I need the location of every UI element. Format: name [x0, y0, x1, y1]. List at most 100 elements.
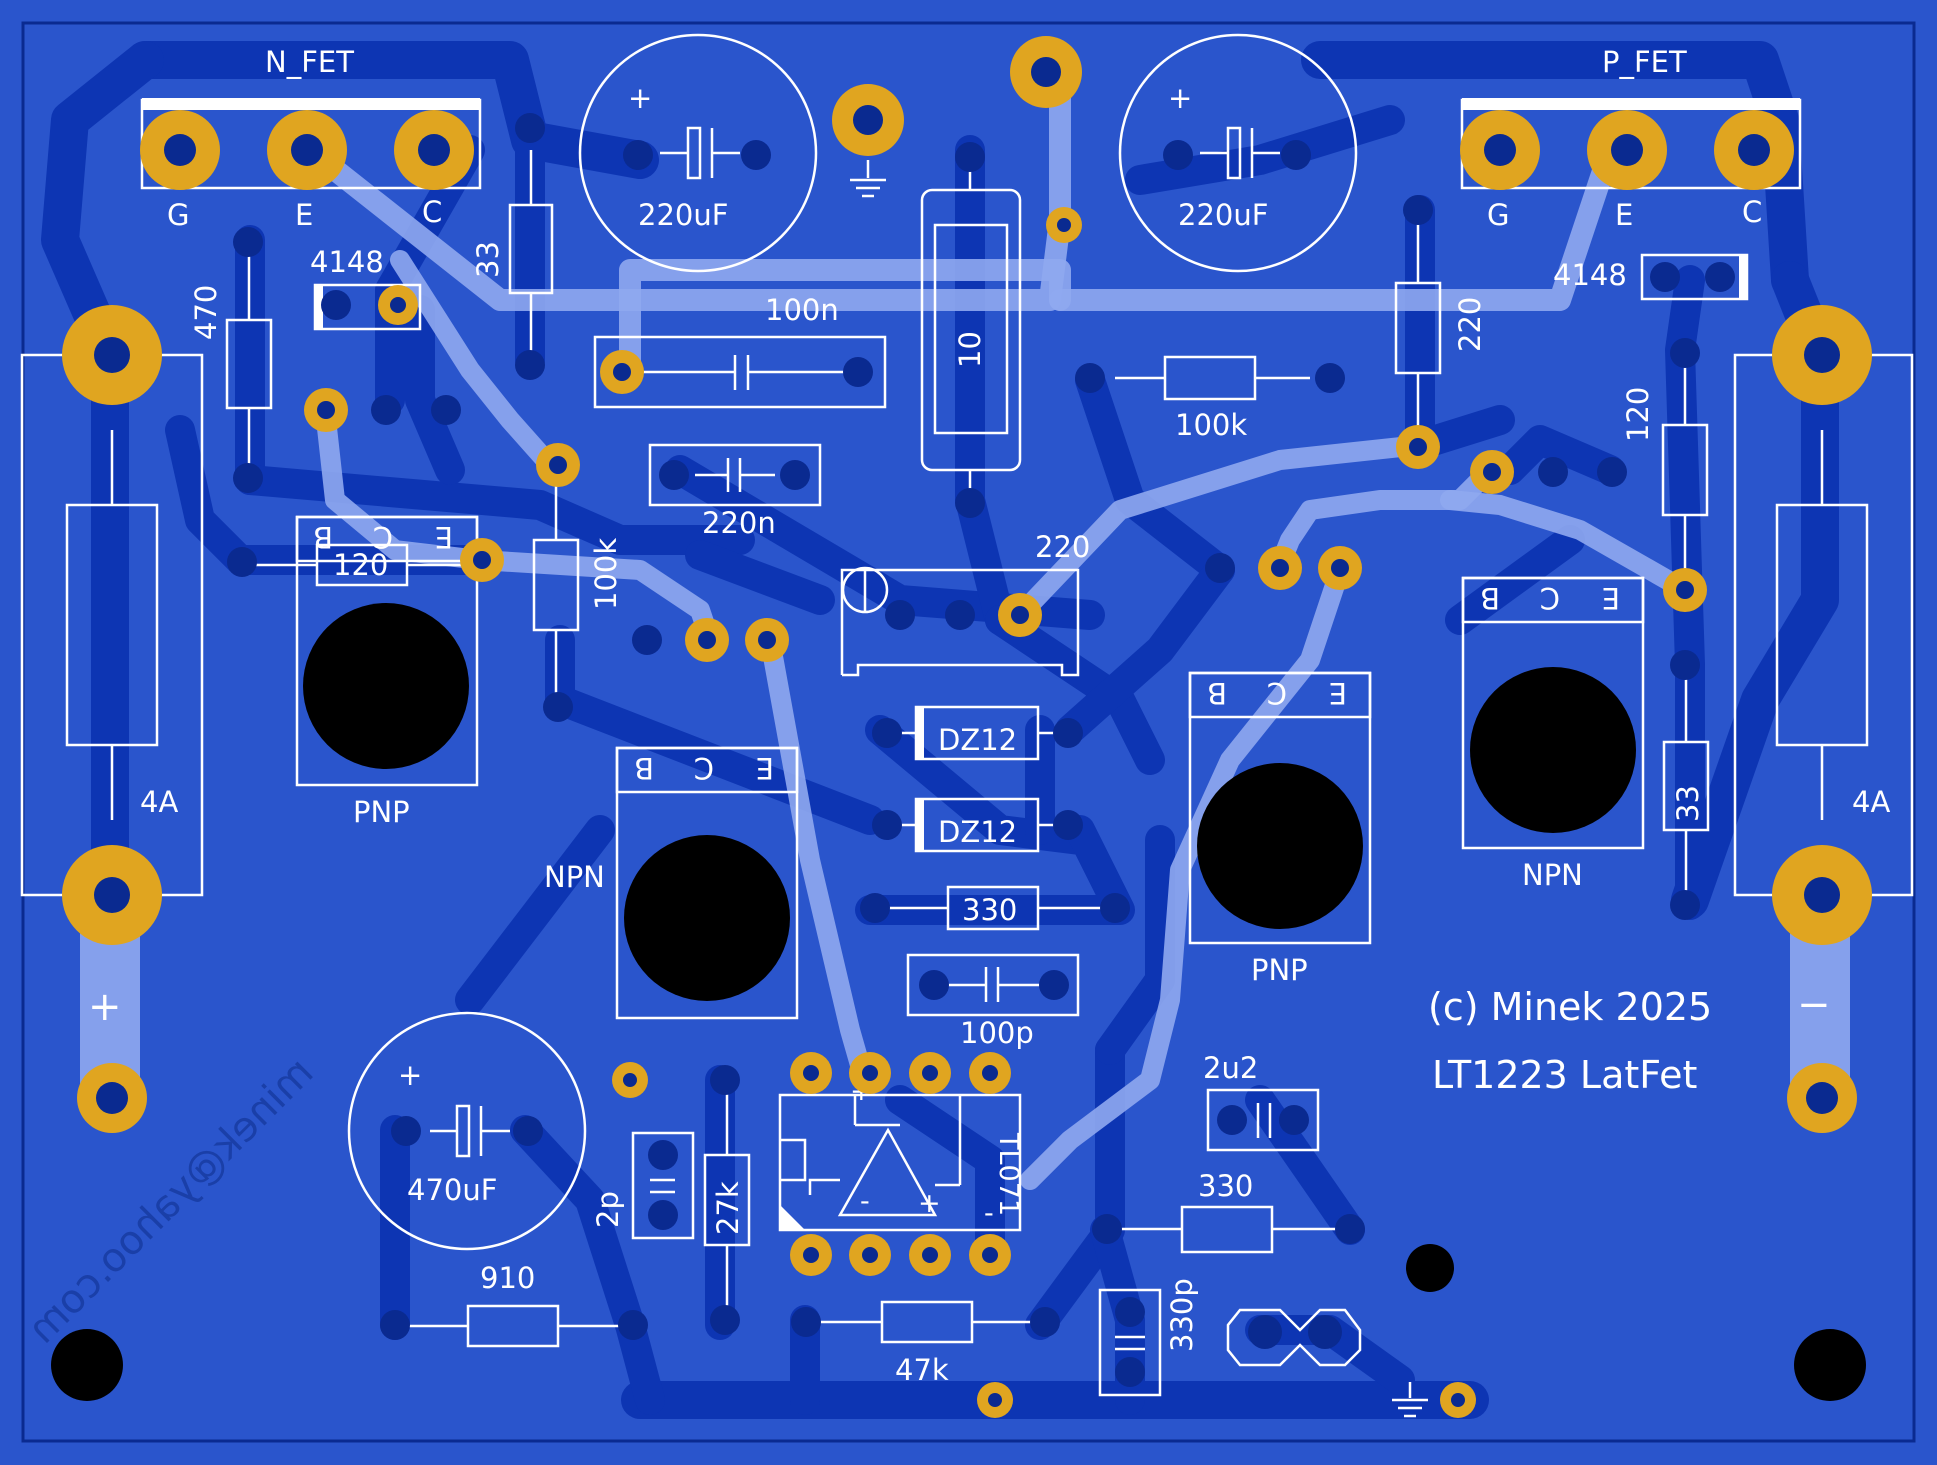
- cap-470uf-outline: [347, 1011, 587, 1251]
- r47k-label: 47k: [895, 1353, 949, 1387]
- r220-top-label: 220: [1453, 297, 1487, 352]
- dark-pads: [227, 113, 1735, 1387]
- gate-left-label: G: [167, 198, 189, 232]
- collector-right-label: C: [1742, 195, 1762, 229]
- cap-symbol-470uf: [430, 1104, 510, 1158]
- npn-right-pin-e: E: [1602, 581, 1620, 615]
- n-fet-pads: [140, 110, 474, 190]
- c2u2-label: 2u2: [1203, 1051, 1258, 1085]
- copyright-label: (c) Minek 2025: [1428, 985, 1712, 1029]
- fuse-left-label: 4A: [140, 785, 178, 819]
- cap-220uf-right-label: 220uF: [1178, 198, 1268, 232]
- d4148-left-label: 4148: [310, 245, 384, 279]
- pnp-left-pin-e: E: [435, 520, 453, 554]
- r910-label: 910: [480, 1261, 535, 1295]
- power-minus-label: −: [1797, 982, 1831, 1028]
- emitter-right-label: E: [1615, 198, 1633, 232]
- npn-center-pin-e: E: [756, 751, 774, 785]
- pnp-center-outline: [1188, 671, 1372, 945]
- c100n-label: 100n: [765, 293, 839, 327]
- p-fet-label: P_FET: [1602, 45, 1687, 79]
- pnp-left-pin-b: B: [313, 520, 333, 554]
- npn-right-pin-b: B: [1480, 581, 1500, 615]
- pnp-center-label: PNP: [1251, 953, 1308, 987]
- cap-220n-outline: [648, 443, 822, 507]
- pnp-left-label: PNP: [353, 795, 410, 829]
- fuse-left-outline: [20, 353, 204, 897]
- p-fet-pads: [1460, 110, 1794, 190]
- pnp-center-pin-b: B: [1207, 676, 1227, 710]
- hole-npn-center: [624, 835, 790, 1001]
- fuse-right-outline: [1733, 353, 1914, 897]
- opamp-ic-outline: +: [778, 1076, 1022, 1232]
- npn-right-label: NPN: [1522, 858, 1583, 892]
- cap-220uf-left-outline: [578, 33, 818, 273]
- cap-470uf-plus: +: [398, 1058, 422, 1092]
- cap-2u2-outline: [1206, 1088, 1320, 1152]
- n-fet-header-bar: [142, 98, 480, 110]
- cap-470uf-label: 470uF: [407, 1173, 497, 1207]
- r27k-label: 27k: [711, 1181, 745, 1235]
- npn-center-label: NPN: [544, 860, 605, 894]
- pads: [62, 36, 1872, 1418]
- opamp-label: TL071: [993, 1132, 1024, 1216]
- cap-330p-outline: [1098, 1288, 1162, 1397]
- c220n-label: 220n: [702, 506, 776, 540]
- npn-center-pin-c: C: [694, 751, 714, 785]
- gate-right-label: G: [1487, 198, 1509, 232]
- small-pads: [304, 207, 1707, 1418]
- cap-symbol-right: [1200, 126, 1280, 180]
- r120-left-label: 120: [333, 548, 388, 582]
- r470-label: 470: [189, 285, 223, 340]
- npn-center-pin-b: B: [634, 751, 654, 785]
- collector-left-label: C: [422, 195, 442, 229]
- trimmer-220-outline: [840, 566, 1080, 677]
- c2p-label: 2p: [591, 1191, 625, 1228]
- supply-pads: [62, 36, 1872, 1133]
- dz12-a-label: DZ12: [938, 723, 1017, 757]
- r330-mid-label: 330: [962, 893, 1017, 927]
- r33-right-label: 33: [1671, 785, 1705, 822]
- r330-low-label: 330: [1198, 1169, 1253, 1203]
- r10-label: 10: [953, 331, 987, 368]
- opamp-pin-minus: -: [984, 1198, 994, 1229]
- hole-pnp-left: [303, 603, 469, 769]
- holes: [51, 603, 1866, 1401]
- silkscreen: +: [20, 33, 1914, 1418]
- mount-hole-bl: [51, 1329, 123, 1401]
- ground-symbol-top: [850, 160, 886, 198]
- opamp-plus: +: [918, 1188, 941, 1219]
- npn-right-outline: [1461, 576, 1645, 850]
- cap-100n-outline: [593, 335, 887, 409]
- trim220-label: 220: [1035, 530, 1090, 564]
- cap-100p-outline: [906, 953, 1080, 1017]
- project-label: LT1223 LatFet: [1432, 1053, 1697, 1097]
- opamp-minus: -: [860, 1186, 870, 1217]
- cap-right-plus: +: [1168, 81, 1192, 115]
- r100k-mid-label: 100k: [589, 538, 623, 610]
- pnp-left-pin-c: C: [373, 520, 393, 554]
- r120-right-label: 120: [1621, 387, 1655, 442]
- pnp-center-pin-c: C: [1267, 676, 1287, 710]
- power-plus-label: +: [88, 984, 122, 1030]
- npn-right-pin-c: C: [1540, 581, 1560, 615]
- hole-npn-right: [1470, 667, 1636, 833]
- r33-top-label: 33: [471, 241, 505, 278]
- r10-inner: [933, 223, 1009, 435]
- fuse-right-label: 4A: [1852, 785, 1890, 819]
- dz12-b-label: DZ12: [938, 815, 1017, 849]
- p-fet-header-bar: [1462, 98, 1800, 110]
- r100k-top-label: 100k: [1175, 408, 1247, 442]
- cap-2p-outline: [631, 1131, 695, 1240]
- cap-left-plus: +: [628, 81, 652, 115]
- emitter-left-label: E: [295, 198, 313, 232]
- c100p-label: 100p: [960, 1016, 1034, 1050]
- mount-hole-br: [1794, 1329, 1866, 1401]
- top-copper-traces: [41, 41, 1839, 1419]
- npn-center-outline: [615, 746, 799, 1020]
- mount-hole-mid: [1406, 1244, 1454, 1292]
- jumper-outline: [1226, 1308, 1362, 1367]
- hole-pnp-center: [1197, 763, 1363, 929]
- n-fet-label: N_FET: [265, 45, 354, 79]
